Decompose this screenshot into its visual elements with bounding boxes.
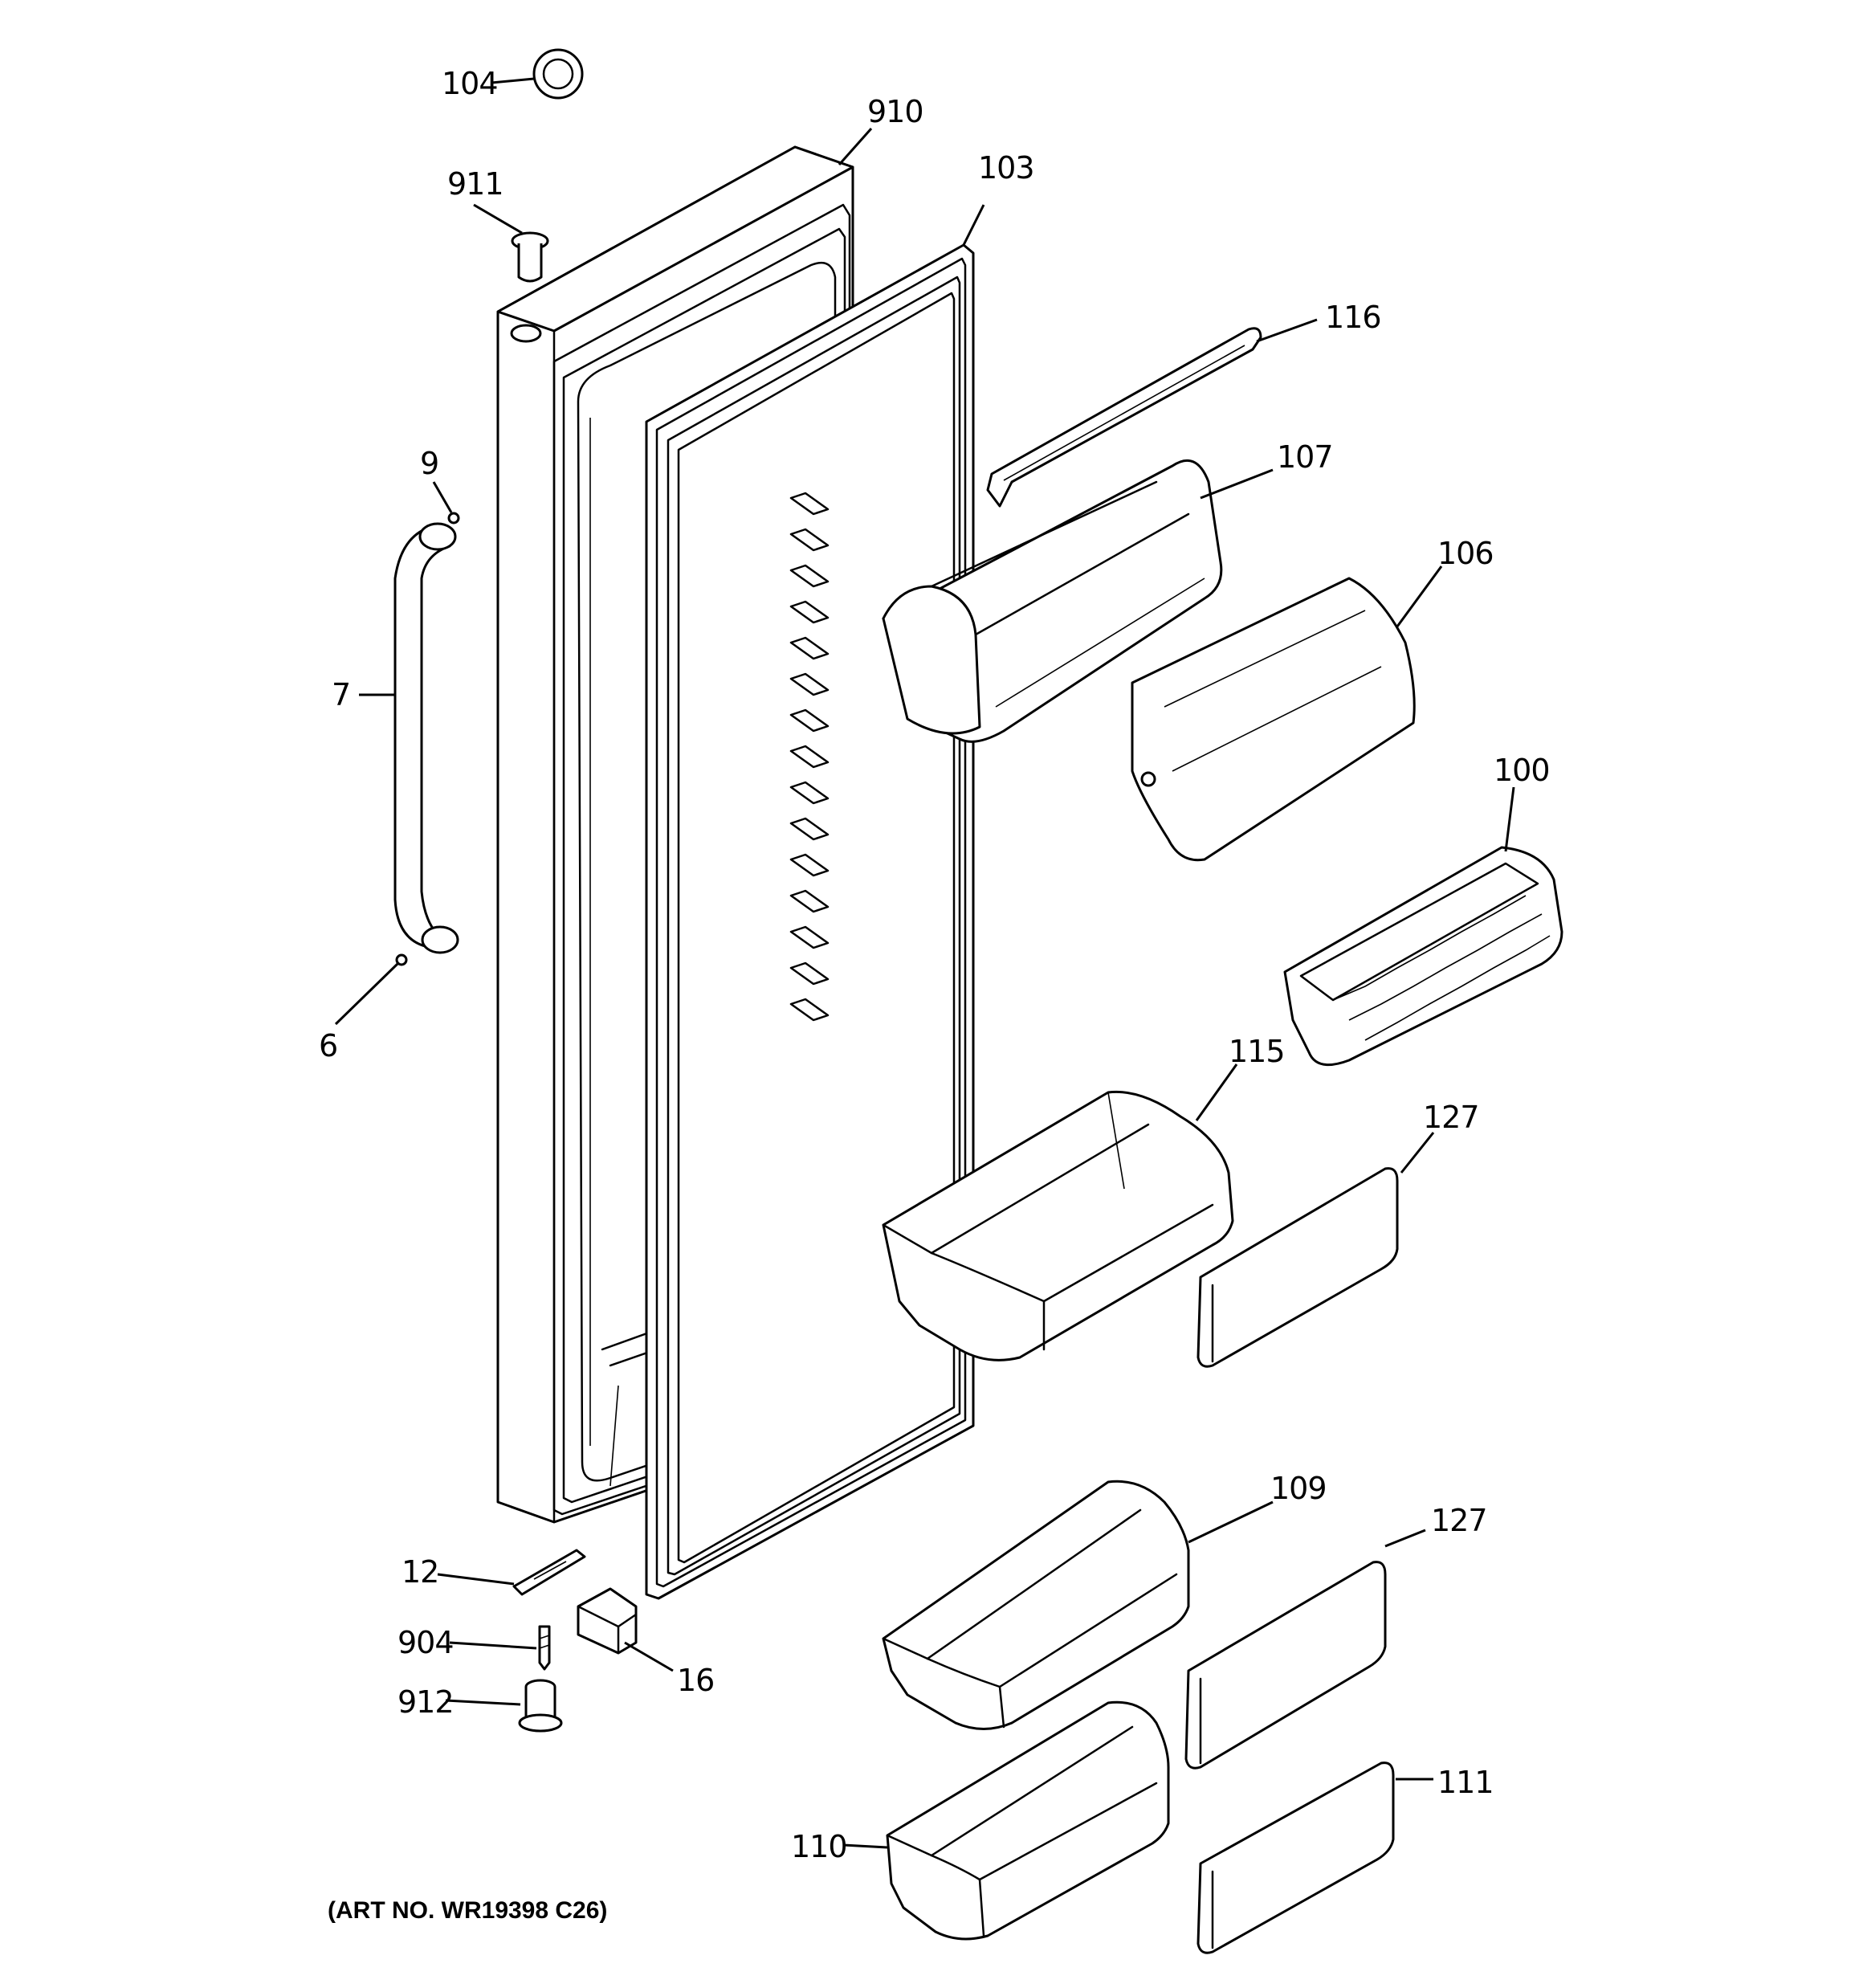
bin-115	[882, 1090, 1234, 1361]
bin-109	[882, 1480, 1190, 1730]
callout-107: 107	[1277, 439, 1333, 475]
bin-front-111	[1196, 1761, 1395, 1954]
bin-107	[882, 459, 1223, 743]
screw-9	[447, 512, 460, 525]
liner-shelf-ribs	[789, 492, 830, 1022]
bushing-911	[511, 231, 549, 283]
callout-116: 116	[1325, 300, 1381, 335]
callout-910: 910	[867, 94, 923, 129]
hinge-16	[577, 1587, 638, 1655]
callout-106: 106	[1437, 536, 1494, 571]
callout-904: 904	[397, 1625, 454, 1660]
callout-7: 7	[332, 677, 350, 712]
bushing-912	[518, 1679, 563, 1733]
handle-7	[393, 522, 459, 954]
callout-9: 9	[420, 446, 438, 481]
callout-111: 111	[1437, 1765, 1494, 1800]
plug-button-104	[532, 48, 584, 100]
callout-104: 104	[442, 66, 498, 101]
leader-lines	[334, 77, 1515, 1849]
callout-115: 115	[1229, 1034, 1285, 1069]
screw-904	[538, 1625, 551, 1671]
callout-103: 103	[978, 150, 1034, 186]
callout-912: 912	[397, 1684, 454, 1720]
callout-109: 109	[1270, 1471, 1327, 1506]
bar-116	[986, 327, 1262, 508]
egg-tray-100	[1283, 846, 1563, 1067]
bin-cover-106	[1131, 577, 1416, 862]
callout-6: 6	[319, 1028, 337, 1063]
door-gasket	[645, 243, 975, 1600]
bin-front-127b	[1184, 1561, 1387, 1770]
screw-6	[395, 953, 408, 966]
callout-100: 100	[1494, 753, 1550, 788]
callout-labels: 104 910 911 103 116 9 107 106 7 100 6 11…	[319, 66, 1551, 1864]
bin-110	[886, 1700, 1170, 1941]
callout-12: 12	[402, 1554, 438, 1590]
callout-911: 911	[447, 166, 503, 202]
callout-127b: 127	[1431, 1503, 1487, 1538]
bin-front-127a	[1196, 1167, 1399, 1368]
callout-127a: 127	[1423, 1100, 1479, 1135]
callout-110: 110	[791, 1829, 847, 1864]
callout-16: 16	[677, 1663, 714, 1698]
art-number: (ART NO. WR19398 C26)	[328, 1897, 607, 1924]
hinge-plate-12	[512, 1549, 586, 1596]
